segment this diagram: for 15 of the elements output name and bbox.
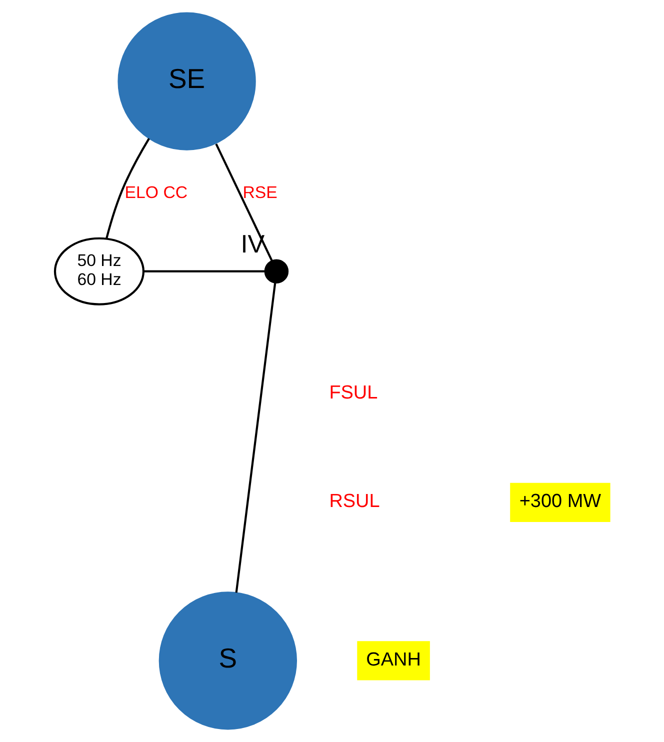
connector (234, 283, 276, 593)
connector (104, 138, 150, 239)
node-ellipse: 50 Hz 60 Hz (53, 237, 144, 306)
connector (214, 143, 272, 262)
label: FSUL (328, 382, 378, 404)
edge-label: RSE (242, 183, 277, 202)
label: RSUL (328, 491, 380, 512)
node-box: +300 MW (510, 482, 610, 522)
node-circle (264, 259, 288, 284)
edge-label: ELO CC (124, 183, 188, 202)
node-circle: S (158, 592, 297, 730)
node-circle: SE (117, 12, 256, 150)
node-label: IV (240, 230, 264, 259)
connector (143, 270, 264, 272)
node-box: GANH (356, 641, 430, 680)
